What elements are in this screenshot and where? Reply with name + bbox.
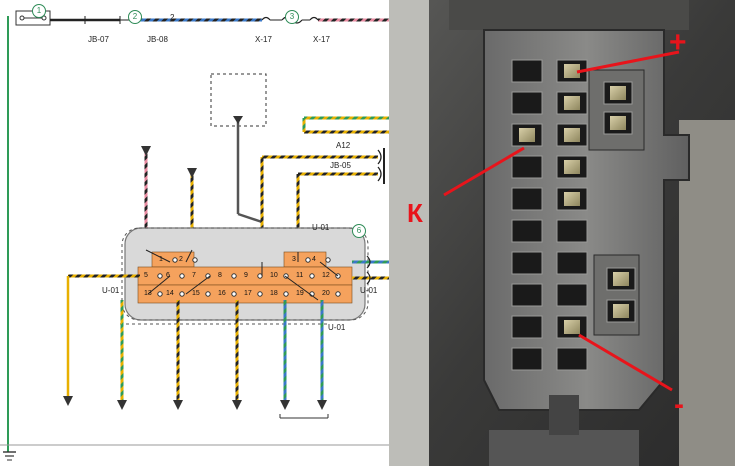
connector-label-u01-top: U-01 [312, 223, 330, 232]
connector-label-x17a: X-17 [255, 35, 272, 44]
pin-number: 8 [218, 272, 222, 279]
callout-2: 2 [128, 10, 142, 24]
wire-number: 2 [170, 13, 175, 22]
pin-terminal [309, 273, 315, 279]
connector-terminal [610, 116, 626, 130]
connector-terminal [564, 320, 580, 334]
connector-terminal [519, 128, 535, 142]
connector-label-u01-left: U-01 [102, 286, 120, 295]
pin-number: 13 [144, 290, 152, 297]
connector-terminal [564, 128, 580, 142]
pin-number: 9 [244, 272, 248, 279]
connector-photo-drawing [389, 0, 735, 466]
pin-terminal [157, 273, 163, 279]
connector-label-jb08: JB-08 [147, 35, 168, 44]
connector-label-jb07: JB-07 [88, 35, 109, 44]
connector-terminal [564, 192, 580, 206]
connector-cavity [511, 283, 543, 307]
ground-icon [280, 400, 290, 410]
arrow-icon [63, 396, 73, 406]
connector-cavity [511, 59, 543, 83]
pin-number: 1 [159, 256, 163, 263]
pin-terminal [157, 291, 163, 297]
plus-marker-line [576, 50, 680, 74]
pin-number: 15 [192, 290, 200, 297]
connector-cavity [556, 283, 588, 307]
connector-cavity [511, 91, 543, 115]
pin-number: 12 [322, 272, 330, 279]
pin-number: 6 [166, 272, 170, 279]
pin-terminal [179, 273, 185, 279]
pin-number: 18 [270, 290, 278, 297]
connector-label-u01-right: U-01 [360, 286, 378, 295]
connector-terminal [564, 96, 580, 110]
connector-cavity [511, 187, 543, 211]
connector-terminal [610, 86, 626, 100]
connector-terminal [613, 304, 629, 318]
connector-cavity [511, 251, 543, 275]
connector-cavity [556, 219, 588, 243]
pin-number: 3 [292, 256, 296, 263]
pin-number: 19 [296, 290, 304, 297]
connector-photo: + К - [389, 0, 735, 466]
connector-cavity [511, 347, 543, 371]
pin-terminal [335, 291, 341, 297]
pin-number: 11 [296, 272, 304, 279]
pin-terminal [231, 273, 237, 279]
pin-number: 4 [312, 256, 316, 263]
connector-terminal [564, 64, 580, 78]
pin-terminal [179, 291, 185, 297]
callout-6: 6 [352, 224, 366, 238]
pin-terminal [172, 257, 178, 263]
connector-label-jb05: JB-05 [330, 161, 351, 170]
pin-number: 17 [244, 290, 252, 297]
pin-terminal [305, 257, 311, 263]
arrow-icon [187, 168, 197, 178]
ground-icon [173, 400, 183, 410]
k-marker: К [407, 198, 423, 228]
pin-number: 7 [192, 272, 196, 279]
plus-marker: + [669, 26, 687, 59]
minus-marker: - [674, 388, 684, 421]
connector-label-u01-bottom: U-01 [328, 323, 346, 332]
pin-terminal [231, 291, 237, 297]
connector-terminal [613, 272, 629, 286]
pin-terminal [325, 257, 331, 263]
wiring-diagram [0, 10, 389, 461]
pin-terminal [192, 257, 198, 263]
pin-number: 20 [322, 290, 330, 297]
ground-icon [232, 400, 242, 410]
connector-cavity [511, 315, 543, 339]
pin-terminal [283, 291, 289, 297]
connector-cavity [511, 219, 543, 243]
connector-cavity [511, 155, 543, 179]
ground-icon [117, 400, 127, 410]
connector-terminal [564, 160, 580, 174]
arrow-icon [141, 146, 151, 156]
connector-label-x17b: X-17 [313, 35, 330, 44]
pin-number: 14 [166, 290, 174, 297]
ground-icon [317, 400, 327, 410]
callout-3: 3 [285, 10, 299, 24]
pin-number: 10 [270, 272, 278, 279]
connector-label-a12: A12 [336, 141, 351, 150]
pin-terminal [205, 291, 211, 297]
pin-terminal [257, 291, 263, 297]
pin-number: 5 [144, 272, 148, 279]
callout-1: 1 [32, 4, 46, 18]
pin-number: 2 [179, 256, 183, 263]
pin-number: 16 [218, 290, 226, 297]
connector-cavity [556, 251, 588, 275]
connector-cavity [556, 347, 588, 371]
minus-marker-line [578, 333, 673, 392]
k-marker-line [443, 146, 525, 197]
